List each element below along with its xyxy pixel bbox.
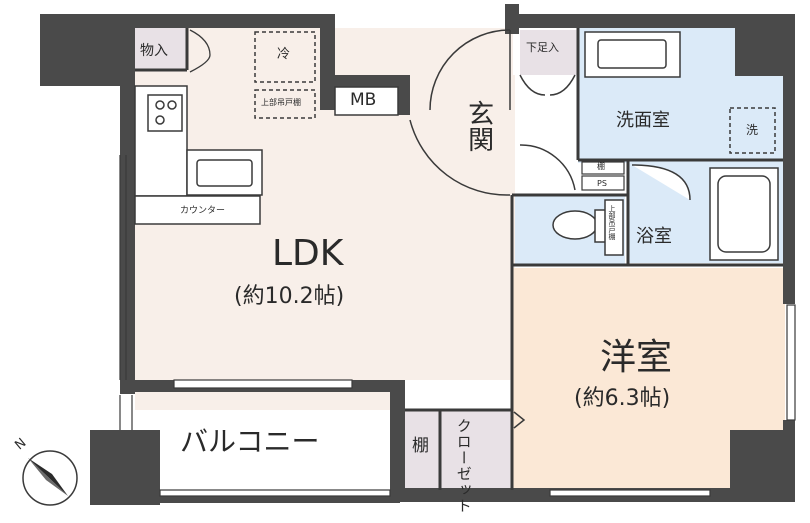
bathtub: [631, 164, 779, 261]
shelf-floor: [405, 410, 440, 490]
ps-label: PS: [597, 179, 607, 188]
entrance-door: [409, 29, 576, 196]
shelf-label: 棚: [412, 436, 429, 456]
shoe-box-label: 下足入: [526, 41, 559, 54]
closet-floor: [440, 410, 512, 490]
counter-label: カウンター: [180, 206, 226, 216]
fridge-area: [254, 31, 316, 119]
bath-name: 浴室: [636, 226, 672, 247]
storage-floor: [135, 28, 187, 70]
shoe-box-floor: [520, 30, 578, 75]
storage-label: 物入: [140, 43, 168, 59]
ps-shelf: [581, 161, 625, 191]
western-size: (約6.3帖): [574, 386, 671, 411]
kitchen-counter: [134, 85, 263, 225]
mb-label: MB: [350, 90, 377, 110]
closet-label: クローゼット: [454, 418, 473, 514]
ldk-name: LDK: [272, 233, 344, 274]
left-rail: [119, 155, 133, 430]
fridge-label: 冷: [277, 47, 291, 62]
upper-shelf-wc-label: 上部吊戸棚: [608, 205, 616, 240]
mb-box: [334, 86, 399, 116]
washer-area: [729, 107, 776, 154]
entrance-floor: [405, 75, 515, 275]
closet-door-marker: [513, 411, 526, 429]
compass: [22, 450, 78, 506]
storage-doors: [189, 29, 211, 73]
balcony-name: バルコニー: [180, 425, 320, 458]
entrance-name: 玄関: [463, 100, 494, 152]
windows: [159, 304, 796, 497]
ldk-size: (約10.2帖): [234, 284, 345, 309]
western-name: 洋室: [600, 337, 673, 378]
washroom-name: 洗面室: [616, 110, 670, 131]
washer-label: 洗: [746, 123, 759, 137]
washroom-sink: [584, 31, 681, 78]
walls: [40, 4, 795, 505]
small-shelf-label: 棚: [597, 162, 605, 171]
toilet: [552, 199, 624, 256]
upper-shelf-label: 上部吊戸棚: [261, 98, 301, 107]
